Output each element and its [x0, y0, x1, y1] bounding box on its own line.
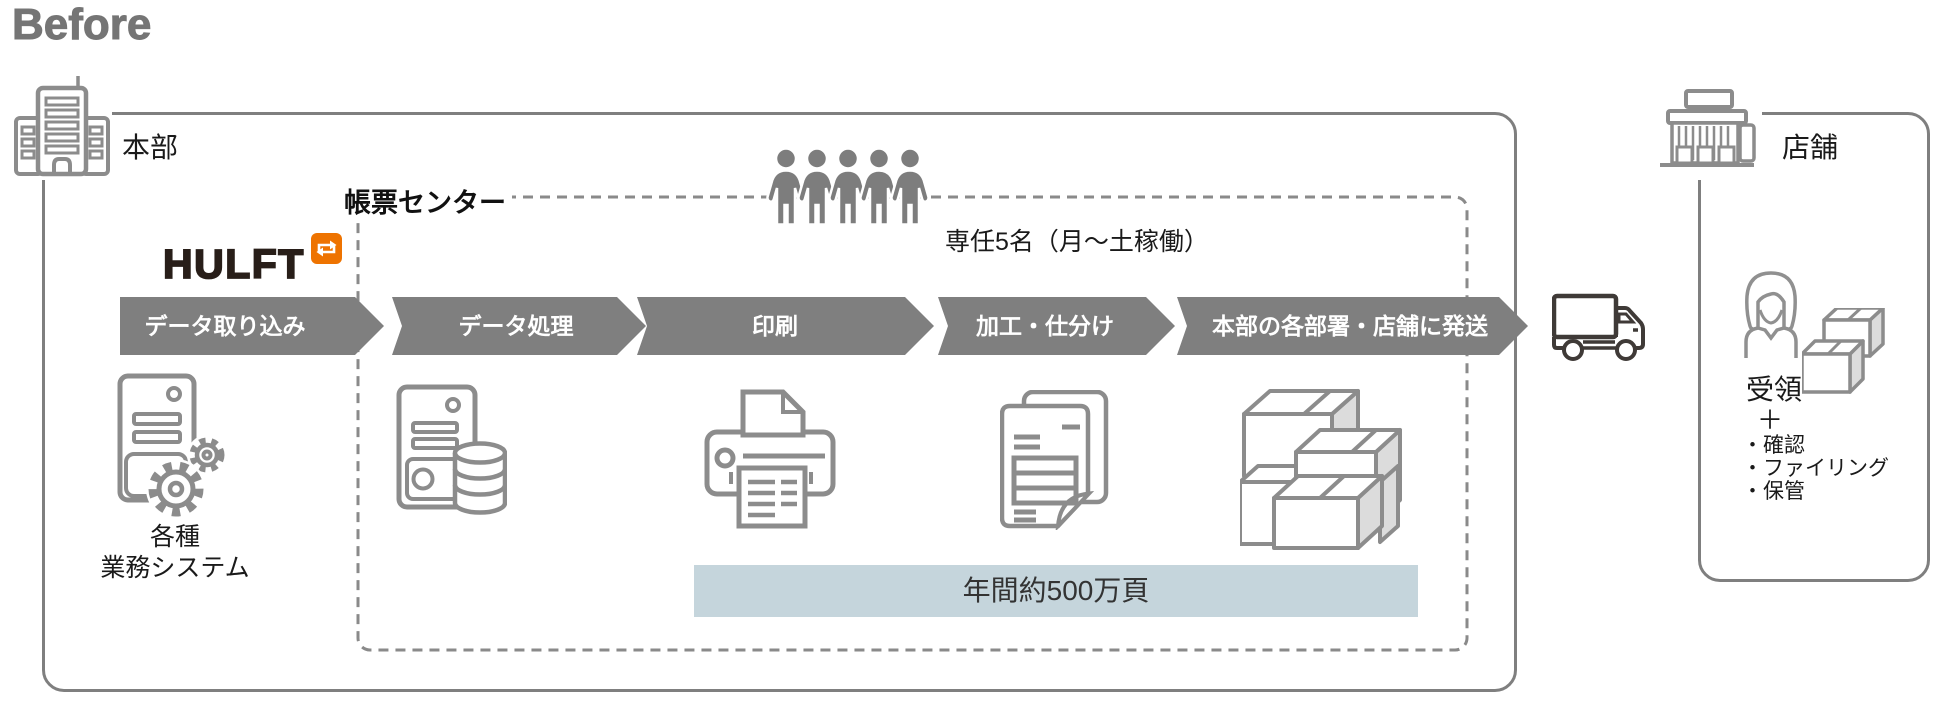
- flow-step-4-label: 加工・仕分け: [975, 313, 1114, 339]
- received-boxes-icon: [1800, 306, 1886, 405]
- plus-label: ＋: [1757, 405, 1784, 435]
- process-flow-arrows: データ取り込み データ処理 印刷 加工・仕分け 本部の各部署・店舗に発送: [120, 297, 1532, 360]
- flow-step-1-label: データ取り込み: [145, 313, 306, 339]
- hulft-logo-text: HULFT: [162, 240, 305, 288]
- store-container-box: [1698, 112, 1930, 582]
- flow-step-2-label: データ処理: [459, 313, 574, 339]
- receive-label: 受領: [1746, 374, 1803, 405]
- flow-step-3-label: 印刷: [752, 313, 798, 339]
- headquarters-building-icon: [12, 66, 112, 180]
- form-center-label: 帳票センター: [338, 181, 512, 220]
- headquarters-label: 本部: [122, 132, 179, 163]
- staff-note-label: 専任5名（月〜土稼働）: [945, 228, 1209, 256]
- task-item: ・保管: [1742, 480, 1805, 503]
- form-center-dashed-box: [356, 195, 1469, 657]
- headquarters-container-box: [42, 112, 1517, 692]
- annual-volume-bar: 年間約500万頁: [694, 565, 1418, 617]
- task-item: ・確認: [1742, 434, 1805, 457]
- delivery-truck-icon: [1551, 292, 1666, 375]
- documents-icon: [999, 389, 1110, 535]
- task-item: ・ファイリング: [1742, 457, 1889, 480]
- shipping-boxes-icon: [1238, 386, 1402, 555]
- printer-icon: [703, 388, 837, 535]
- store-building-icon: [1656, 88, 1762, 180]
- staff-person-icon: [1738, 268, 1804, 365]
- business-system-server-icon: [112, 372, 242, 527]
- staff-people-icon: [763, 147, 941, 232]
- data-processing-server-icon: [393, 383, 508, 524]
- store-task-list: ・確認 ・ファイリング ・保管: [1742, 434, 1889, 503]
- page-title: Before: [11, 0, 152, 50]
- flow-step-5-label: 本部の各部署・店舗に発送: [1212, 313, 1488, 339]
- hulft-transfer-icon: [311, 233, 342, 269]
- annual-volume-label: 年間約500万頁: [962, 575, 1150, 606]
- store-label: 店舗: [1782, 132, 1839, 163]
- business-system-label: 各種 業務システム: [100, 523, 250, 582]
